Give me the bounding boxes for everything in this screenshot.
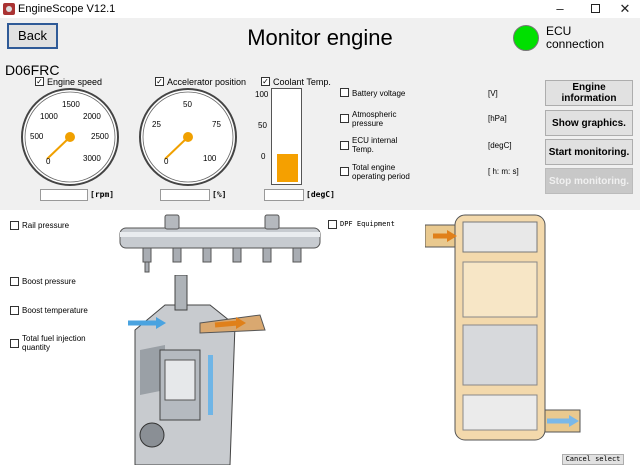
gauge-tick-label: 2500	[91, 132, 109, 141]
atmospheric-pressure-label: Atmospheric pressure	[352, 110, 397, 128]
stop-monitoring-button[interactable]: Stop monitoring.	[545, 168, 633, 194]
engine-speed-label: Engine speed	[47, 77, 103, 87]
coolant-bar-gauge	[271, 88, 302, 185]
dpf-illustration	[425, 214, 581, 441]
accelerator-gauge: 0 25 50 75 100	[138, 87, 238, 187]
app-icon	[3, 3, 15, 15]
total-fuel-injection-checkbox[interactable]	[10, 339, 19, 348]
rail-pressure-checkbox[interactable]	[10, 221, 19, 230]
dpf-equipment-checkbox[interactable]	[328, 220, 337, 229]
dpf-equipment-label: DPF Equipment	[340, 220, 395, 228]
battery-voltage-checkbox[interactable]	[340, 88, 349, 97]
ecu-connection-indicator	[513, 25, 539, 51]
ecu-connection-label: ECU connection	[546, 24, 605, 51]
gauge-tick-label: 50	[258, 121, 267, 130]
close-button[interactable]: ✕	[619, 1, 631, 16]
title-bar: EngineScope V12.1 – ✕	[0, 0, 640, 18]
back-button[interactable]: Back	[7, 23, 58, 49]
coolant-value	[264, 189, 304, 201]
window-title: EngineScope V12.1	[18, 3, 116, 15]
engine-speed-unit: [rpm]	[90, 190, 115, 199]
accelerator-value	[160, 189, 210, 201]
minimize-button[interactable]: –	[556, 1, 564, 16]
gauge-tick-label: 0	[164, 157, 169, 166]
operating-period-checkbox[interactable]	[340, 167, 349, 176]
coolant-bar-fill	[277, 154, 298, 182]
engine-cross-section-illustration	[128, 275, 266, 465]
engine-diagram-panel: Rail pressure Boost pressure Boost tempe…	[0, 210, 640, 465]
engine-speed-gauge: 0 500 1000 1500 2000 2500 3000	[20, 87, 120, 187]
engine-information-button[interactable]: Engine information	[545, 80, 633, 106]
atmospheric-pressure-checkbox[interactable]	[340, 114, 349, 123]
show-graphics-button[interactable]: Show graphics.	[545, 110, 633, 136]
cancel-select-button[interactable]: Cancel select	[562, 454, 624, 465]
gauge-tick-label: 0	[46, 157, 51, 166]
engine-speed-checkbox[interactable]: ✓	[35, 77, 44, 86]
total-fuel-injection-label: Total fuel injection quantity	[22, 334, 86, 352]
boost-temperature-label: Boost temperature	[22, 306, 88, 315]
engine-speed-value	[40, 189, 88, 201]
gauge-tick-label: 0	[261, 152, 266, 161]
boost-pressure-checkbox[interactable]	[10, 277, 19, 286]
battery-voltage-unit: [V]	[488, 89, 498, 98]
operating-period-unit: [ h: m: s]	[488, 167, 519, 176]
operating-period-label: Total engine operating period	[352, 163, 410, 181]
accelerator-unit: [%]	[212, 190, 227, 199]
gauge-tick-label: 75	[212, 120, 221, 129]
coolant-unit: [degC]	[306, 190, 335, 199]
gauge-tick-label: 500	[30, 132, 44, 141]
gauge-tick-label: 100	[203, 154, 217, 163]
boost-pressure-label: Boost pressure	[22, 277, 76, 286]
rail-pressure-label: Rail pressure	[22, 221, 70, 230]
maximize-icon	[590, 4, 600, 13]
accelerator-label: Accelerator position	[167, 77, 247, 87]
ecu-internal-temp-unit: [degC]	[488, 141, 512, 150]
ecu-internal-temp-checkbox[interactable]	[340, 141, 349, 150]
common-rail-illustration	[119, 214, 321, 273]
gauge-tick-label: 1000	[40, 112, 58, 121]
gauge-tick-label: 3000	[83, 154, 101, 163]
gauge-tick-label: 50	[183, 100, 192, 109]
gauge-tick-label: 1500	[62, 100, 80, 109]
accelerator-checkbox[interactable]: ✓	[155, 77, 164, 86]
gauge-tick-label: 100	[255, 90, 269, 99]
gauge-tick-label: 25	[152, 120, 161, 129]
coolant-label: Coolant Temp.	[273, 77, 331, 87]
boost-temperature-checkbox[interactable]	[10, 306, 19, 315]
gauge-tick-label: 2000	[83, 112, 101, 121]
coolant-checkbox[interactable]: ✓	[261, 77, 270, 86]
atmospheric-pressure-unit: [hPa]	[488, 114, 507, 123]
engine-model: D06FRC	[5, 62, 60, 78]
start-monitoring-button[interactable]: Start monitoring.	[545, 139, 633, 165]
maximize-button[interactable]	[580, 0, 610, 18]
battery-voltage-label: Battery voltage	[352, 89, 406, 98]
ecu-internal-temp-label: ECU internal Temp.	[352, 136, 398, 154]
page-title: Monitor engine	[247, 25, 393, 50]
